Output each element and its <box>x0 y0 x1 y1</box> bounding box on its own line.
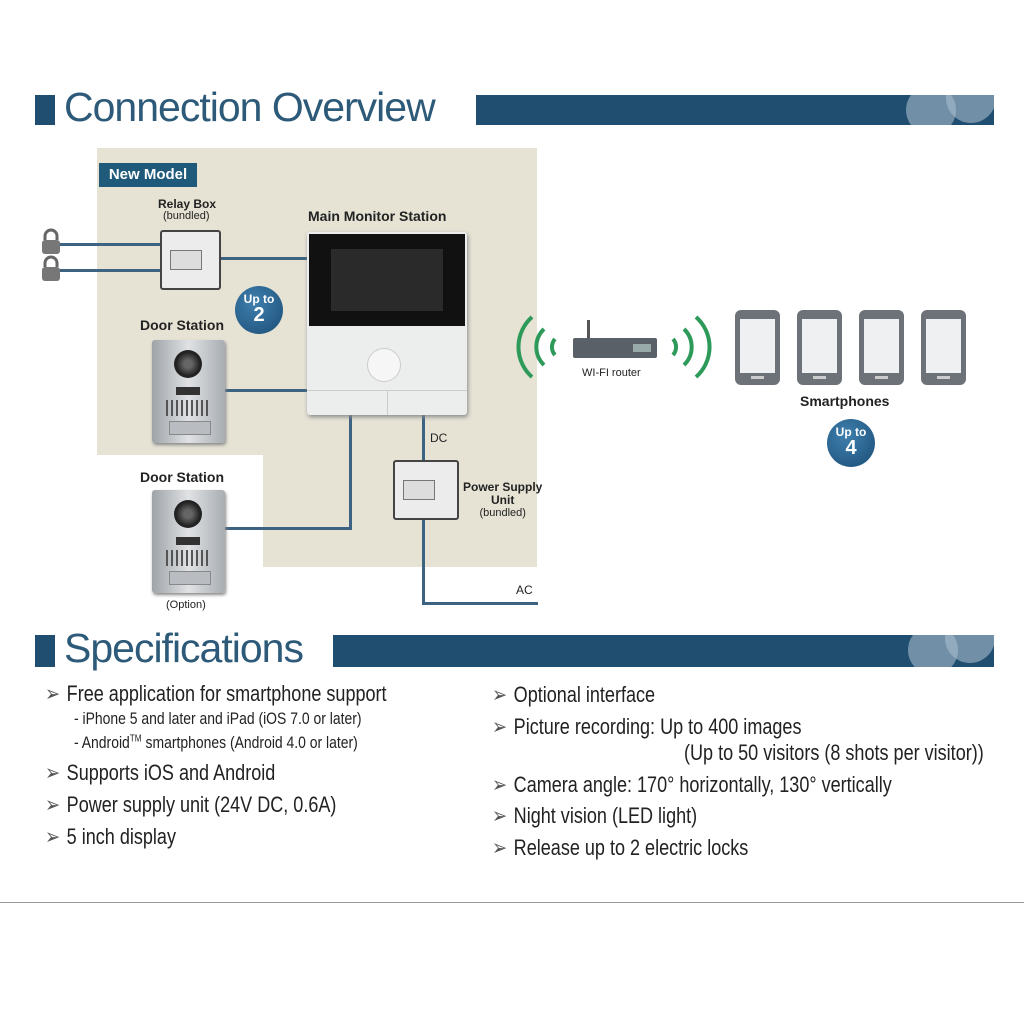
bullet-arrow-icon: ➢ <box>45 792 61 817</box>
spec-text: 5 inch display <box>66 824 176 849</box>
spec-text: Optional interface <box>513 682 656 707</box>
lock-icon <box>40 255 62 283</box>
section-marker <box>35 95 55 125</box>
spec-subitem: (Up to 50 visitors (8 shots per visitor)… <box>684 740 984 765</box>
spec-item: ➢Picture recording: Up to 400 images <box>492 714 801 740</box>
up-to-4-badge: Up to 4 <box>827 419 875 467</box>
smartphone-icon <box>735 310 780 385</box>
bullet-arrow-icon: ➢ <box>492 803 508 828</box>
door-station-option-sub: (Option) <box>166 599 206 611</box>
relay-box-device <box>160 230 221 290</box>
door-station-label: Door Station <box>140 317 224 333</box>
spec-text: Supports iOS and Android <box>66 760 276 785</box>
spec-item: ➢Release up to 2 electric locks <box>492 835 748 861</box>
door1-monitor-wire <box>225 389 308 392</box>
power-supply-label-1: Power Supply <box>463 480 543 494</box>
spec-item: ➢Supports iOS and Android <box>45 760 275 786</box>
spec-item: ➢Optional interface <box>492 682 655 708</box>
ac-label: AC <box>516 583 533 597</box>
wifi-router-icon <box>573 318 659 367</box>
new-model-label: New Model <box>99 163 197 187</box>
smartphone-icon <box>859 310 904 385</box>
spec-text: Release up to 2 electric locks <box>513 835 749 860</box>
smartphones-label: Smartphones <box>800 393 890 409</box>
lock-icon <box>40 228 62 256</box>
bullet-arrow-icon: ➢ <box>492 835 508 860</box>
connection-overview-title: Connection Overview <box>64 84 436 130</box>
specifications-title: Specifications <box>64 625 304 671</box>
spec-subitem: - iPhone 5 and later and iPad (iOS 7.0 o… <box>74 709 362 728</box>
badge-text: Up to <box>243 292 275 306</box>
smartphone-icon <box>921 310 966 385</box>
spec-text: smartphones (Android 4.0 or later) <box>141 733 358 752</box>
spec-item: ➢Night vision (LED light) <box>492 803 697 829</box>
door2-wire-v <box>349 414 352 530</box>
power-supply-sub: (bundled) <box>479 507 526 519</box>
relay-box-label: Relay Box <box>158 197 217 211</box>
spec-text: Power supply unit (24V DC, 0.6A) <box>66 792 337 817</box>
lock-wire-1 <box>60 243 160 246</box>
door-station-option-device <box>152 490 225 593</box>
main-monitor-device <box>307 232 467 415</box>
smartphone-icon <box>797 310 842 385</box>
wifi-waves-left-icon <box>512 312 562 387</box>
dc-wire <box>422 414 425 462</box>
lock-wire-2 <box>60 269 160 272</box>
main-monitor-label: Main Monitor Station <box>308 208 447 224</box>
header-bar <box>333 635 994 667</box>
power-supply-label-2: Unit <box>491 493 515 507</box>
spec-text: Camera angle: 170° horizontally, 130° ve… <box>513 772 892 797</box>
spec-subitem: - AndroidTM smartphones (Android 4.0 or … <box>74 733 358 753</box>
trademark: TM <box>129 733 142 745</box>
bullet-arrow-icon: ➢ <box>492 714 508 739</box>
spec-text: Free application for smartphone support <box>66 681 387 706</box>
wifi-waves-right-icon <box>666 312 716 387</box>
spec-text: Night vision (LED light) <box>513 803 698 828</box>
spec-item: ➢Free application for smartphone support <box>45 681 387 707</box>
bullet-arrow-icon: ➢ <box>45 824 61 849</box>
bullet-arrow-icon: ➢ <box>492 772 508 797</box>
router-label: WI-FI router <box>582 367 641 379</box>
bullet-arrow-icon: ➢ <box>45 760 61 785</box>
up-to-2-badge: Up to 2 <box>235 286 283 334</box>
spec-item: ➢Power supply unit (24V DC, 0.6A) <box>45 792 336 818</box>
door-station-option-label: Door Station <box>140 469 224 485</box>
relay-monitor-wire <box>220 257 308 260</box>
door-station-device <box>152 340 225 443</box>
bullet-arrow-icon: ➢ <box>492 682 508 707</box>
ac-wire-v <box>422 518 425 605</box>
spec-text: - Android <box>74 733 130 752</box>
section-marker <box>35 635 55 667</box>
dc-label: DC <box>430 431 448 445</box>
badge-text: Up to <box>835 425 867 439</box>
power-supply-device <box>393 460 459 520</box>
header-bar <box>476 95 994 125</box>
bottom-divider <box>0 902 1024 903</box>
relay-box-sub: (bundled) <box>163 210 210 222</box>
bullet-arrow-icon: ➢ <box>45 681 61 706</box>
ac-wire-h <box>422 602 538 605</box>
badge-number: 4 <box>845 437 857 459</box>
spec-text: Picture recording: Up to 400 images <box>513 714 802 739</box>
door2-wire-h <box>225 527 352 530</box>
spec-item: ➢5 inch display <box>45 824 176 850</box>
power-supply-label: Power Supply Unit (bundled) <box>463 481 542 520</box>
spec-item: ➢Camera angle: 170° horizontally, 130° v… <box>492 772 892 798</box>
badge-number: 2 <box>253 304 265 326</box>
